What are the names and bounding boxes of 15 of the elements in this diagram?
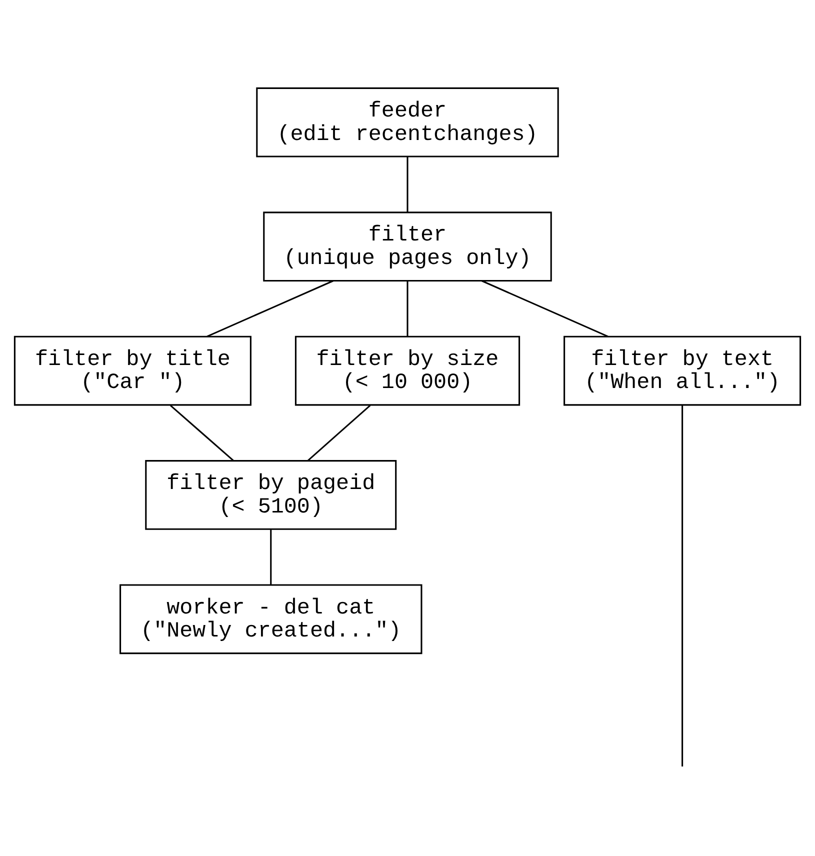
connector	[170, 404, 234, 462]
node-box: feeder (edit recentchanges)	[256, 87, 559, 158]
node-box: filter (unique pages only)	[263, 212, 552, 282]
connector	[482, 280, 608, 338]
node-box: filter by pageid (< 5100)	[145, 460, 397, 530]
connector	[406, 157, 408, 212]
connector	[307, 404, 371, 462]
node-box: worker - del cat ("Newly created...")	[120, 584, 422, 654]
node-box: filter by size (< 10 000)	[294, 336, 520, 406]
connector	[270, 530, 272, 585]
node-box: filter by text ("When all...")	[564, 336, 802, 406]
connector	[406, 281, 408, 337]
connector	[206, 280, 334, 338]
connector	[682, 405, 684, 766]
node-box: filter by title ("Car ")	[14, 336, 252, 406]
